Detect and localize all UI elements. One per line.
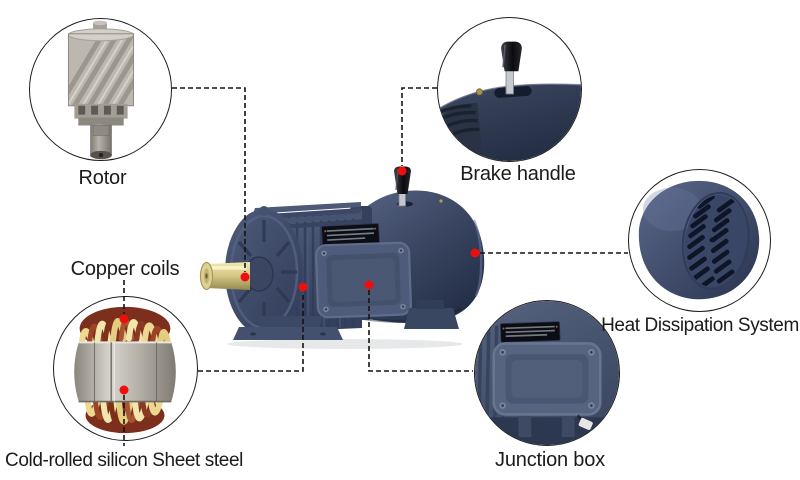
label-copper-coils: Copper coils [70, 258, 180, 280]
cable-gland [578, 417, 593, 430]
label-heat-dissipation: Heat Dissipation System [601, 315, 799, 336]
stator-callout [53, 296, 198, 441]
motor-shaft [199, 261, 250, 291]
junction-box-photo-icon [475, 301, 619, 445]
steel-core [74, 341, 176, 403]
label-junction-box: Junction box [495, 449, 605, 471]
under-box-shadow [475, 417, 619, 445]
heat-dissipation-callout [628, 169, 771, 312]
top-windings [78, 306, 172, 351]
bottom-windings [84, 396, 165, 434]
motor-illustration [199, 166, 485, 349]
rotor-photo-icon [67, 20, 135, 160]
handle [501, 41, 522, 95]
ground-shadow [227, 339, 463, 349]
connector-brake-handle [401, 87, 437, 166]
rotor-end-ring [74, 103, 128, 126]
rotor-shaft [90, 124, 112, 160]
label-brake-handle: Brake handle [460, 163, 576, 185]
gold-screw [475, 88, 483, 96]
vent-grille [682, 192, 749, 292]
brake-handle-photo-icon [438, 41, 581, 161]
top-screw [439, 199, 443, 203]
motor-nameplate [321, 223, 380, 247]
junction-box-face [492, 342, 602, 416]
junction-box-callout [474, 300, 620, 446]
brake-handle-callout [437, 17, 582, 162]
nameplate [500, 321, 561, 343]
rotor-core [67, 28, 135, 107]
label-rotor: Rotor [78, 167, 127, 189]
rotor-callout [29, 18, 172, 161]
stator-photo-icon [74, 306, 176, 434]
brake-drum-ribs [438, 102, 483, 161]
label-silicon-steel: Cold-rolled silicon Sheet steel [5, 450, 243, 471]
motor-junction-box [315, 241, 412, 319]
heat-dissipation-photo-icon [638, 180, 760, 300]
